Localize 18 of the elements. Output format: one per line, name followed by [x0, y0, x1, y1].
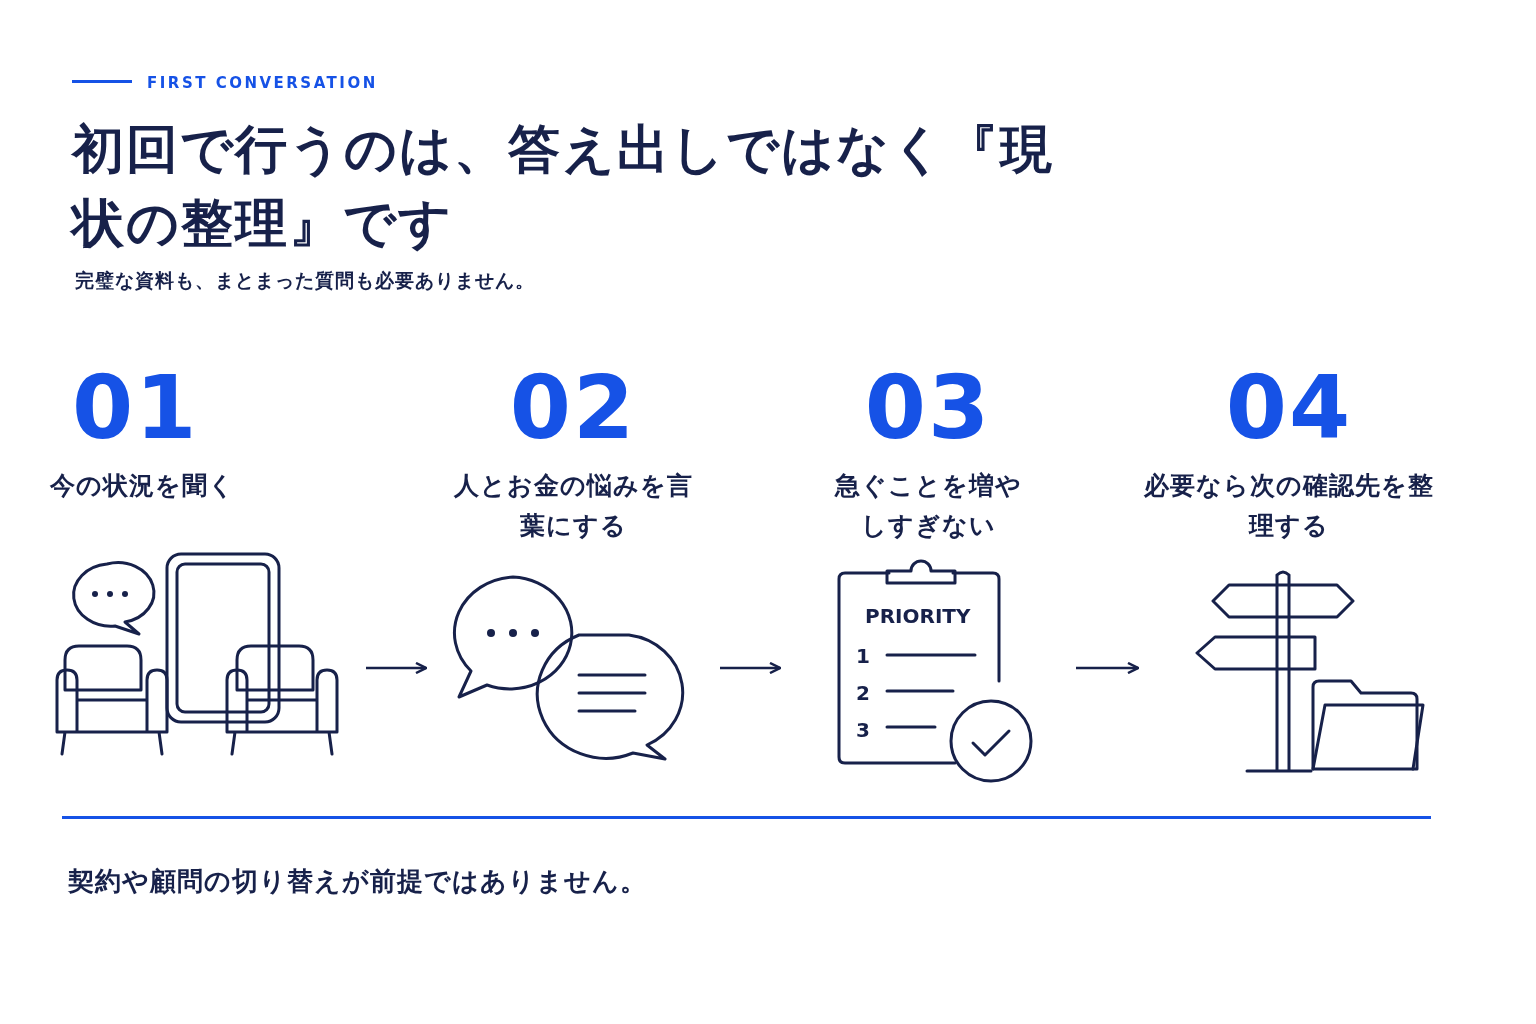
- arrow: [366, 661, 428, 675]
- subtitle-text: 完璧な資料も、まとまった質問も必要ありません。: [75, 268, 535, 293]
- list-number: 2: [856, 681, 870, 705]
- step-title: 必要なら次の確認先を整理する: [1144, 470, 1434, 542]
- step-number: 04: [1225, 360, 1353, 456]
- list-heading: PRIORITY: [865, 604, 971, 628]
- arrow: [720, 661, 782, 675]
- step-number: 02: [509, 360, 637, 456]
- step-title: 今の状況を聞く: [50, 470, 235, 502]
- step-number: 01: [71, 360, 199, 456]
- footer-note: 契約や顧問の切り替えが前提ではありません。: [68, 865, 647, 898]
- step-title: 人とお金の悩みを言葉にする: [453, 470, 693, 542]
- arrow: [1076, 661, 1140, 675]
- step-number: 03: [864, 360, 992, 456]
- step-title: 急ぐことを増やしすぎない: [833, 470, 1023, 542]
- list-number: 3: [856, 718, 870, 742]
- eyebrow-text: FIRST CONVERSATION: [147, 74, 378, 92]
- list-number: 1: [856, 644, 870, 668]
